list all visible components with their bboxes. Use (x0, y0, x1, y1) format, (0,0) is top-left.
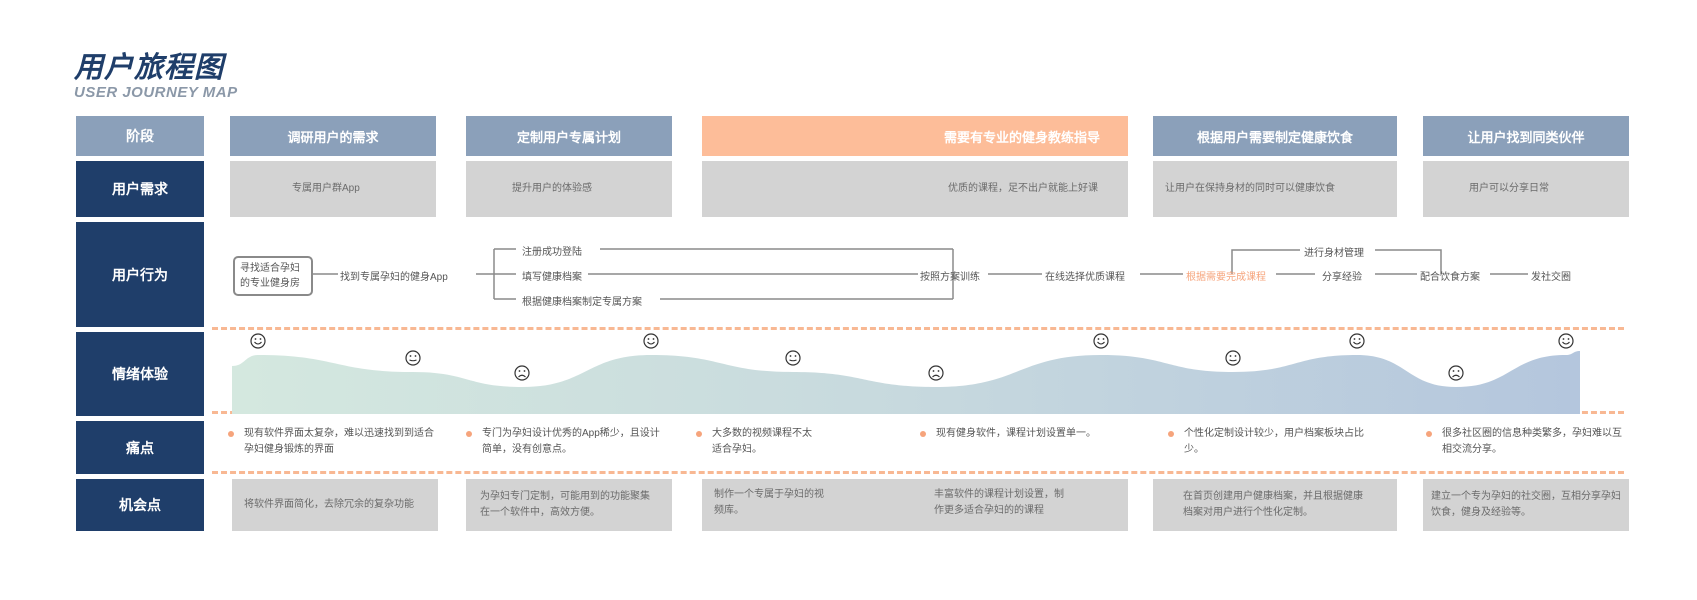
bullet-dot-icon (466, 431, 472, 437)
emotion-face-neutral-icon (785, 350, 801, 366)
row-label-stage: 阶段 (76, 116, 204, 156)
opportunity-text-3: 制作一个专属于孕妇的视频库。 (714, 489, 824, 516)
need-box-2: 提升用户的体验感 (466, 161, 672, 217)
need-box-1: 专属用户群App (230, 161, 436, 217)
action-find-gym: 寻找适合孕妇的专业健身房 (233, 256, 313, 296)
pain-item-5: 个性化定制设计较少，用户档案板块占比少。 (1168, 426, 1368, 458)
emotion-face-happy-icon (643, 333, 659, 349)
pain-item-1: 现有软件界面太复杂，难以迅速找到到适合孕妇健身锻炼的界面 (228, 426, 438, 458)
emotion-face-happy-icon (250, 333, 266, 349)
need-box-3: 优质的课程，足不出户就能上好课 (702, 161, 1128, 217)
stage-header-3: 需要有专业的健身教练指导 (702, 116, 1128, 156)
pain-text-1: 现有软件界面太复杂，难以迅速找到到适合孕妇健身锻炼的界面 (244, 428, 434, 455)
row-label-emotion: 情绪体验 (76, 332, 204, 416)
emotion-face-happy-icon (1558, 333, 1574, 349)
action-make-plan: 根据健康档案制定专属方案 (522, 297, 642, 308)
emotion-face-happy-icon (1093, 333, 1109, 349)
pain-item-2: 专门为孕妇设计优秀的App稀少，且设计简单，没有创意点。 (466, 426, 666, 458)
opportunity-box-5: 建立一个专为孕妇的社交圈，互相分享孕妇饮食，健身及经验等。 (1423, 479, 1629, 531)
action-select-course: 在线选择优质课程 (1045, 272, 1125, 283)
opportunity-box-1: 将软件界面简化，去除冗余的复杂功能 (232, 479, 438, 531)
opportunity-box-4: 在首页创建用户健康档案，并且根据健康档案对用户进行个性化定制。 (1153, 479, 1397, 531)
stage-header-2: 定制用户专属计划 (466, 116, 672, 156)
stage-header-5: 让用户找到同类伙伴 (1423, 116, 1629, 156)
action-register: 注册成功登陆 (522, 247, 582, 258)
need-box-4: 让用户在保持身材的同时可以健康饮食 (1153, 161, 1397, 217)
page-title: 用户旅程图 (74, 52, 225, 84)
row-label-pain: 痛点 (76, 421, 204, 474)
stage-header-4: 根据用户需要制定健康饮食 (1153, 116, 1397, 156)
pain-item-4: 现有健身软件，课程计划设置单一。 (920, 426, 1120, 442)
page-subtitle: USER JOURNEY MAP (74, 84, 238, 101)
pain-text-5: 个性化定制设计较少，用户档案板块占比少。 (1184, 428, 1364, 455)
bullet-dot-icon (696, 431, 702, 437)
action-diet-plan: 配合饮食方案 (1420, 272, 1480, 283)
bullet-dot-icon (1426, 431, 1432, 437)
emotion-face-sad-icon (928, 365, 944, 381)
pain-bottom-divider (212, 471, 1624, 474)
pain-text-4: 现有健身软件，课程计划设置单一。 (936, 428, 1096, 439)
action-complete-course: 根据需要完成课程 (1186, 272, 1266, 283)
opportunity-box-3: 制作一个专属于孕妇的视频库。 丰富软件的课程计划设置，制作更多适合孕妇的的课程 (702, 479, 1128, 531)
pain-text-3: 大多数的视频课程不太适合孕妇。 (712, 428, 812, 455)
row-label-needs: 用户需求 (76, 161, 204, 217)
bullet-dot-icon (1168, 431, 1174, 437)
bullet-dot-icon (920, 431, 926, 437)
bullet-dot-icon (228, 431, 234, 437)
action-fill-profile: 填写健康档案 (522, 272, 582, 283)
emotion-face-happy-icon (1349, 333, 1365, 349)
pain-item-3: 大多数的视频课程不太适合孕妇。 (696, 426, 816, 458)
row-label-opportunity: 机会点 (76, 479, 204, 531)
emotion-face-neutral-icon (1225, 350, 1241, 366)
emotion-top-divider (212, 327, 1624, 330)
action-train: 按照方案训练 (920, 272, 980, 283)
opportunity-text-4: 丰富软件的课程计划设置，制作更多适合孕妇的的课程 (934, 489, 1064, 516)
row-label-actions: 用户行为 (76, 222, 204, 327)
stage-header-1: 调研用户的需求 (230, 116, 436, 156)
emotion-area (232, 351, 1580, 414)
action-post-social: 发社交圈 (1531, 272, 1571, 283)
pain-text-6: 很多社区圈的信息种类繁多，孕妇难以互相交流分享。 (1442, 428, 1622, 455)
emotion-face-sad-icon (1448, 365, 1464, 381)
action-body-management: 进行身材管理 (1304, 248, 1364, 259)
pain-text-2: 专门为孕妇设计优秀的App稀少，且设计简单，没有创意点。 (482, 428, 660, 455)
pain-item-6: 很多社区圈的信息种类繁多，孕妇难以互相交流分享。 (1426, 426, 1622, 458)
need-box-5: 用户可以分享日常 (1423, 161, 1629, 217)
opportunity-box-2: 为孕妇专门定制，可能用到的功能聚集在一个软件中，高效方便。 (466, 479, 672, 531)
action-find-app: 找到专属孕妇的健身App (340, 272, 448, 283)
action-share-experience: 分享经验 (1322, 272, 1362, 283)
emotion-face-neutral-icon (405, 350, 421, 366)
emotion-face-sad-icon (514, 365, 530, 381)
